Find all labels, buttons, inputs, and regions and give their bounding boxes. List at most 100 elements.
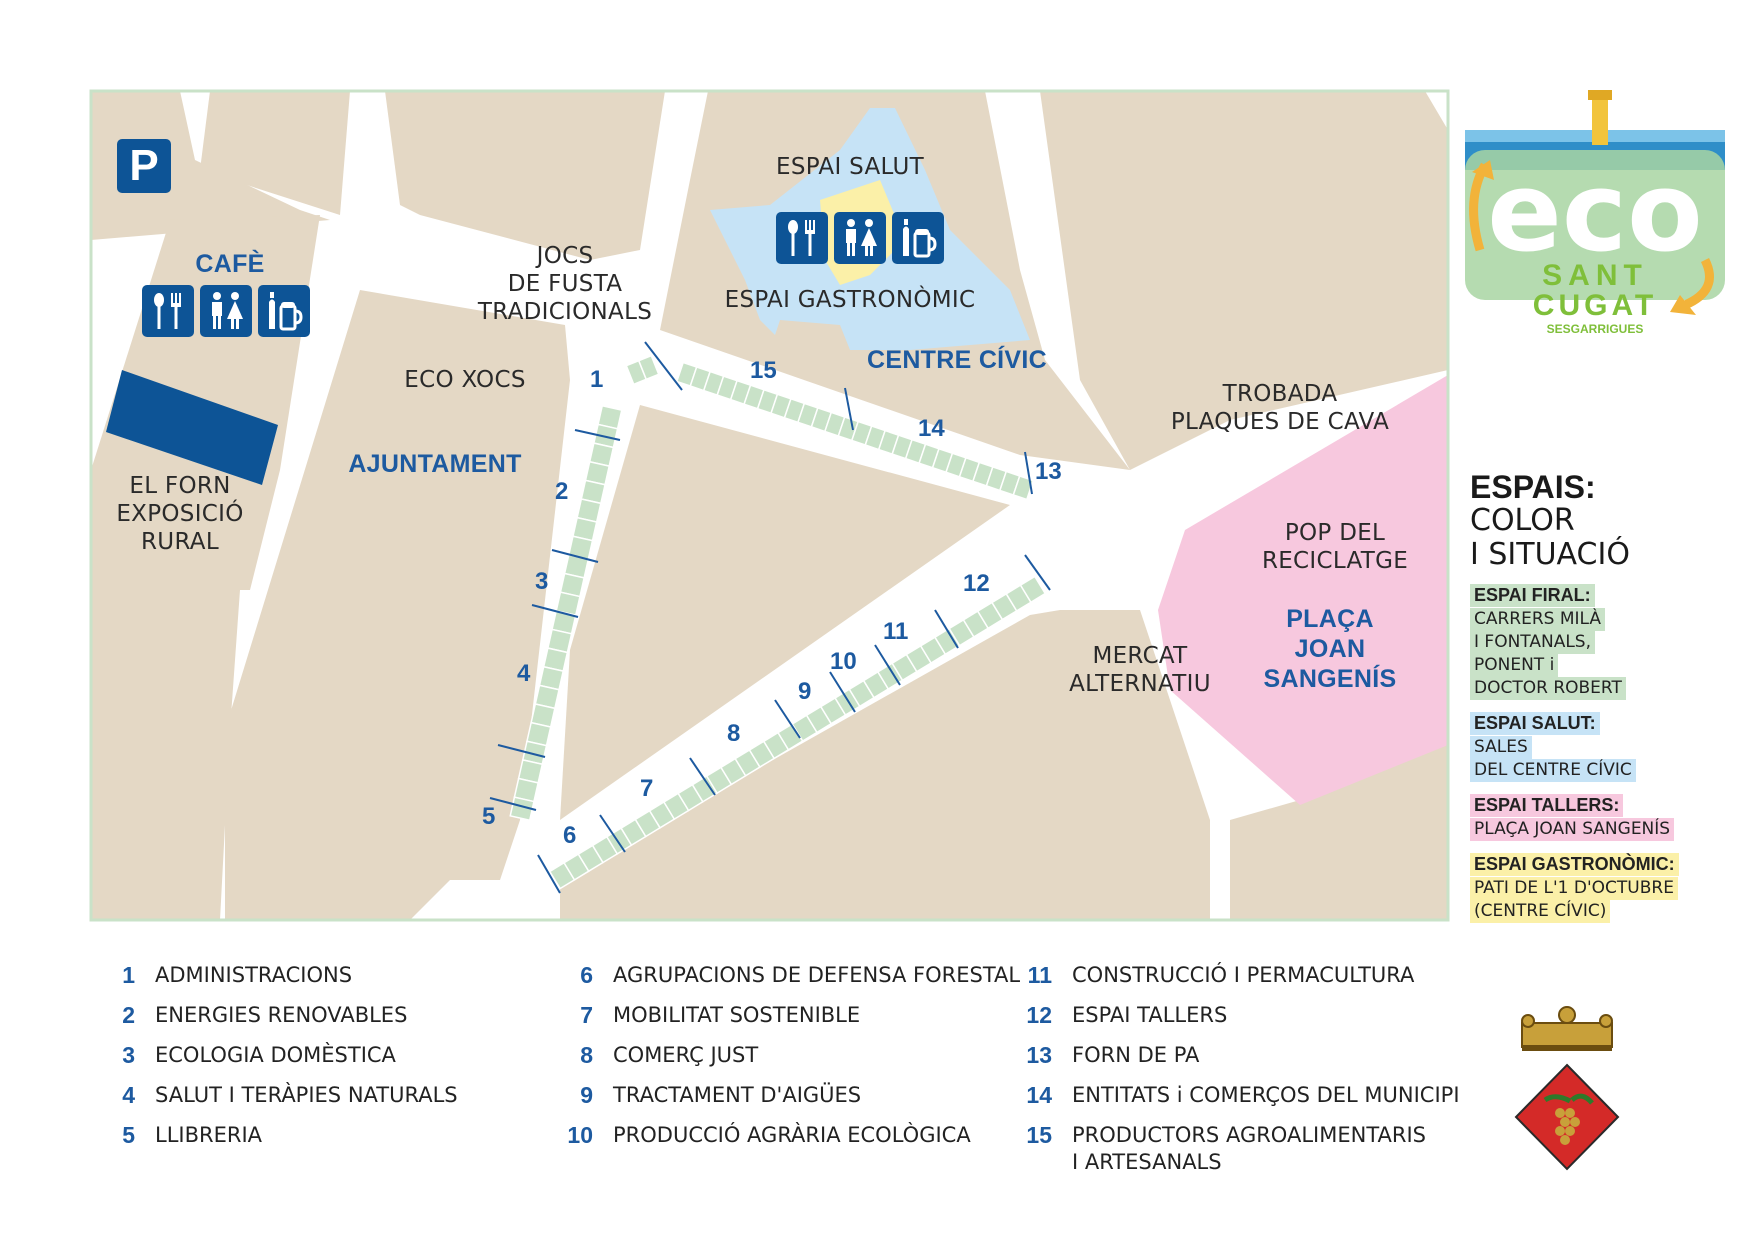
legend-item-line: DOCTOR ROBERT [1470, 677, 1626, 700]
legend-item-head: ESPAI SALUT: [1470, 712, 1600, 735]
label-espai-salut: ESPAI SALUT [776, 154, 924, 180]
stall-divider [531, 604, 579, 618]
el-forn-building [106, 370, 278, 485]
toilets-icon [834, 212, 886, 264]
legend-item: ESPAI GASTRONÒMIC:PATI DE L'1 D'OCTUBRE(… [1470, 853, 1740, 923]
list-item-text: ECOLOGIA DOMÈSTICA [155, 1043, 396, 1067]
stall-list-column-3: 11 CONSTRUCCIÓ I PERMACULTURA 12 ESPAI TALL… [1012, 962, 1460, 1174]
legend-item-line: PONENT i [1470, 654, 1559, 677]
stall-number: 5 [482, 803, 496, 830]
stall-number: 3 [535, 568, 549, 595]
list-item-number: 10 [567, 1122, 593, 1148]
label-placa-joan-sangenis: PLAÇA JOAN SANGENÍS [1263, 605, 1397, 693]
salut-icons [776, 212, 944, 264]
fork-spoon-icon [142, 285, 194, 337]
stall-number: 1 [590, 366, 604, 393]
list-item-text: COMERÇ JUST [613, 1043, 759, 1067]
list-item-number: 9 [580, 1082, 593, 1108]
list-item-number: 3 [122, 1042, 135, 1068]
stall-number: 6 [563, 822, 577, 849]
list-item-number: 6 [580, 962, 593, 988]
block-jocs [385, 91, 665, 260]
stall-divider [829, 671, 856, 713]
stall-divider [1024, 554, 1051, 591]
label-jocs: JOCS DE FUSTA TRADICIONALS [477, 243, 653, 325]
stall-divider [574, 429, 621, 441]
stall-divider [644, 341, 683, 391]
stall-cell [1019, 575, 1047, 604]
list-item-text: MOBILITAT SOSTENIBLE [613, 1003, 861, 1027]
list-item-number: 2 [122, 1002, 135, 1028]
list-item-text: CONSTRUCCIÓ I PERMACULTURA [1072, 963, 1415, 987]
stall-divider [489, 797, 537, 811]
list-item: 11 CONSTRUCCIÓ I PERMACULTURA [1012, 962, 1460, 1002]
label-espai-gastronomic: ESPAI GASTRONÒMIC [724, 287, 976, 313]
stall-divider [551, 549, 599, 563]
toilets-icon [200, 285, 252, 337]
list-item-text: PRODUCTORS AGROALIMENTARIS I ARTESANALS [1072, 1123, 1426, 1174]
legend-item-line: PATI DE L'1 D'OCTUBRE [1470, 877, 1678, 900]
stall-number: 13 [1035, 458, 1062, 485]
legend-item-line: SALES [1470, 736, 1532, 759]
list-item-text: LLIBRERIA [155, 1123, 263, 1147]
list-item-number: 8 [580, 1042, 593, 1068]
cafe-icons [142, 285, 310, 337]
list-item-number: 15 [1026, 1122, 1052, 1148]
label-trobada: TROBADA PLAQUES DE CAVA [1170, 381, 1390, 435]
list-item-text: ENTITATS i COMERÇOS DEL MUNICIPI [1072, 1083, 1460, 1107]
map-frame [89, 89, 1450, 922]
stall-divider [537, 854, 561, 894]
list-item-text: ADMINISTRACIONS [155, 963, 353, 987]
parking-sign: P [117, 139, 171, 193]
label-pop-reciclatge: POP DEL RECICLATGE [1261, 520, 1409, 574]
list-item-text: SALUT I TERÀPIES NATURALS [155, 1083, 458, 1107]
list-item-number: 14 [1026, 1082, 1052, 1108]
list-item-number: 12 [1026, 1002, 1052, 1028]
block-triangle [560, 405, 1010, 820]
stall-divider [934, 609, 959, 649]
stall-number: 14 [918, 415, 945, 442]
legend-item: ESPAI TALLERS:PLAÇA JOAN SANGENÍS [1470, 794, 1740, 841]
legend-item-line: (CENTRE CÍVIC) [1470, 900, 1611, 923]
list-item: 1 ADMINISTRACIONS [95, 962, 458, 1002]
stall-divider [497, 744, 546, 758]
legend-panel: ESPAIS: COLOR I SITUACIÓ ESPAI FIRAL:CAR… [1470, 470, 1740, 923]
list-item: 7 MOBILITAT SOSTENIBLE [553, 1002, 1020, 1042]
list-item-text: ESPAI TALLERS [1072, 1003, 1228, 1027]
drinks-icon [892, 212, 944, 264]
fork-spoon-icon [776, 212, 828, 264]
stall-divider [874, 644, 901, 686]
drinks-icon [258, 285, 310, 337]
list-item-text: PRODUCCIÓ AGRÀRIA ECOLÒGICA [613, 1123, 971, 1147]
list-item-number: 7 [580, 1002, 593, 1028]
list-item: 14 ENTITATS i COMERÇOS DEL MUNICIPI [1012, 1082, 1460, 1122]
stall-number: 15 [750, 357, 777, 384]
stall-divider [774, 699, 801, 739]
block-el-forn-lower [91, 590, 240, 920]
legend-item-line: I FONTANALS, [1470, 631, 1595, 654]
stall-cell [637, 354, 660, 381]
stall-number: 9 [798, 678, 812, 705]
list-item-number: 1 [122, 962, 135, 988]
block-south-east [1230, 740, 1448, 920]
coat-of-arms [1514, 1006, 1620, 1171]
legend-item-head: ESPAI FIRAL: [1470, 584, 1595, 607]
list-item: 12 ESPAI TALLERS [1012, 1002, 1460, 1042]
logo-word: eco [1487, 148, 1702, 276]
block-ajuntament [225, 290, 570, 920]
list-item: 15 PRODUCTORS AGROALIMENTARIS I ARTESANAL… [1012, 1122, 1460, 1174]
label-cafe: CAFÈ [195, 250, 265, 278]
list-item-number: 11 [1027, 962, 1052, 988]
label-el-forn: EL FORN EXPOSICIÓ RURAL [116, 473, 244, 555]
list-item: 8 COMERÇ JUST [553, 1042, 1020, 1082]
list-item: 3 ECOLOGIA DOMÈSTICA [95, 1042, 458, 1082]
logo-line2: CUGAT [1533, 289, 1657, 322]
stall-number: 11 [883, 618, 909, 645]
stall-number: 8 [727, 720, 741, 747]
legend-item-line: PLAÇA JOAN SANGENÍS [1470, 818, 1675, 841]
